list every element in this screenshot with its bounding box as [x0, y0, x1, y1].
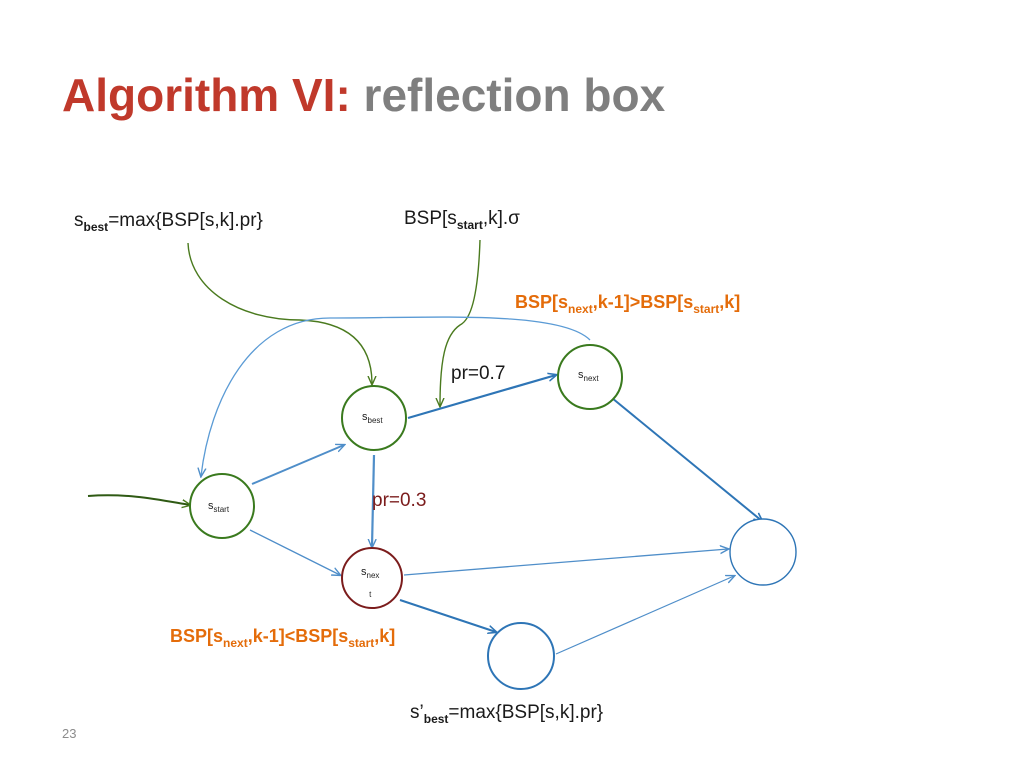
edge-best-to-next-top — [407, 375, 556, 420]
edge-next-bottom-to-mid — [399, 599, 496, 632]
node-s-best — [341, 385, 407, 451]
sigma-annotation-arrow — [440, 239, 481, 406]
label-s-next-top: snext — [578, 369, 599, 383]
node-intermediate — [487, 622, 555, 690]
edge-next-top-to-end — [611, 397, 762, 521]
slide-title: Algorithm VI: reflection box — [62, 68, 665, 122]
sbest-formula: sbest=max{BSP[s,k].pr} — [74, 210, 263, 234]
bsp-sigma-label: BSP[sstart,k].σ — [404, 208, 520, 232]
condition-less: BSP[snext,k-1]<BSP[sstart,k] — [170, 626, 396, 650]
node-s-start — [189, 473, 255, 539]
node-s-next-bottom — [341, 547, 403, 609]
title-part-1: Algorithm VI: — [62, 69, 351, 121]
condition-greater: BSP[snext,k-1]>BSP[sstart,k] — [515, 292, 741, 316]
probability-low: pr=0.3 — [372, 490, 427, 511]
sbest-annotation-arrow — [187, 242, 372, 384]
edge-next-bottom-to-end — [403, 549, 728, 576]
node-s-next-top — [557, 344, 623, 410]
label-s-start: sstart — [208, 500, 230, 514]
edge-best-to-next-bottom — [372, 454, 374, 547]
reflection-arc — [201, 316, 591, 476]
node-end — [729, 518, 797, 586]
title-part-2: reflection box — [363, 69, 666, 121]
label-s-best: sbest — [362, 411, 383, 425]
page-number: 23 — [62, 726, 77, 741]
edge-mid-to-end — [555, 576, 734, 655]
label-s-next-bottom: snex t — [361, 566, 380, 599]
edge-start-to-best — [251, 445, 344, 485]
edge-start-to-next-bottom — [249, 529, 340, 575]
incoming-edge — [87, 494, 190, 505]
probability-high: pr=0.7 — [451, 363, 506, 384]
sbest-prime-formula: s’best=max{BSP[s,k].pr} — [410, 702, 604, 726]
